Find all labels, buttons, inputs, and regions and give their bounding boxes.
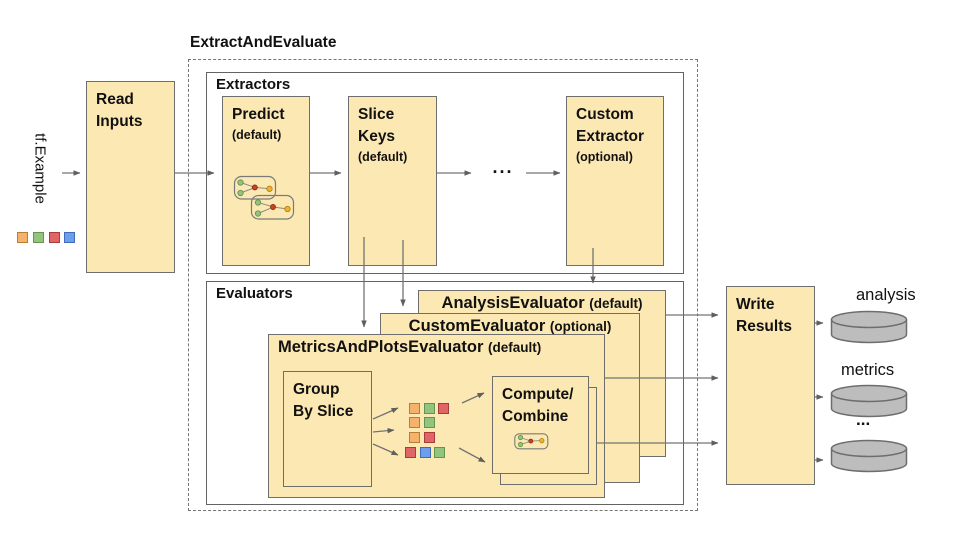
custom-evaluator-qualifier: (optional) [549, 319, 612, 334]
write-results-node: Write Results [726, 286, 815, 485]
blue-square [64, 232, 76, 243]
custom-extractor-qualifier: (optional) [576, 150, 633, 164]
analysis-evaluator-name: AnalysisEvaluator [441, 294, 585, 312]
output-more-label: ... [856, 410, 871, 429]
group-by-slice-node: Group By Slice [283, 371, 372, 487]
extractors-ellipsis: ... [492, 157, 514, 177]
output-analysis-label: analysis [856, 286, 916, 304]
green-square [434, 447, 445, 458]
green-square [423, 403, 435, 414]
slice-grid-row [409, 403, 453, 421]
input-squares [17, 232, 80, 250]
output-metrics-label: metrics [841, 361, 895, 379]
combine-graph-icon [514, 433, 549, 450]
red-square [405, 447, 416, 458]
slice-grid-row [405, 447, 449, 465]
analysis-evaluator-title: AnalysisEvaluator (default) [419, 291, 665, 313]
custom-extractor-label: Custom Extractor [576, 106, 645, 145]
custom-extractor-node: Custom Extractor (optional) [566, 96, 664, 266]
compute-combine-label: Compute/ Combine [502, 386, 574, 425]
red-square [423, 432, 435, 443]
orange-square [409, 432, 420, 443]
green-square [32, 232, 44, 243]
metrics-and-plots-evaluator-title: MetricsAndPlotsEvaluator (default) [269, 335, 604, 357]
green-square [423, 417, 435, 428]
tf-example-label: tf.Example [31, 133, 49, 204]
orange-square [409, 403, 420, 414]
predict-node: Predict (default) [222, 96, 310, 266]
extract-and-evaluate-container [188, 59, 698, 511]
red-square [48, 232, 60, 243]
red-square [438, 403, 449, 414]
extract-and-evaluate-title: ExtractAndEvaluate [190, 34, 337, 51]
group-by-slice-label: Group By Slice [293, 381, 354, 420]
read-inputs-label: Read Inputs [96, 91, 143, 130]
predict-label: Predict [232, 106, 285, 123]
analysis-evaluator-qualifier: (default) [589, 296, 643, 311]
database-cylinder-icon [830, 384, 908, 418]
extractors-label: Extractors [216, 76, 291, 93]
orange-square [409, 417, 420, 428]
metrics-and-plots-evaluator-qualifier: (default) [487, 340, 542, 355]
predict-qualifier: (default) [232, 128, 282, 142]
read-inputs-node: Read Inputs [86, 81, 175, 273]
slice-grid-row [409, 417, 438, 435]
orange-square [17, 232, 28, 243]
database-cylinder-icon [830, 439, 908, 473]
metrics-and-plots-evaluator-name: MetricsAndPlotsEvaluator [278, 338, 484, 356]
slice-grid-row [409, 432, 438, 450]
custom-evaluator-title: CustomEvaluator (optional) [381, 314, 639, 336]
slice-keys-label: Slice Keys [358, 106, 396, 145]
write-results-label: Write Results [736, 296, 792, 335]
blue-square [419, 447, 431, 458]
database-cylinder-icon [830, 310, 908, 344]
slice-keys-qualifier: (default) [358, 150, 408, 164]
evaluators-label: Evaluators [216, 285, 293, 302]
custom-evaluator-name: CustomEvaluator [408, 317, 546, 335]
slice-keys-node: Slice Keys (default) [348, 96, 437, 266]
model-graph-icon [233, 175, 295, 220]
compute-combine-node: Compute/ Combine [492, 376, 589, 474]
